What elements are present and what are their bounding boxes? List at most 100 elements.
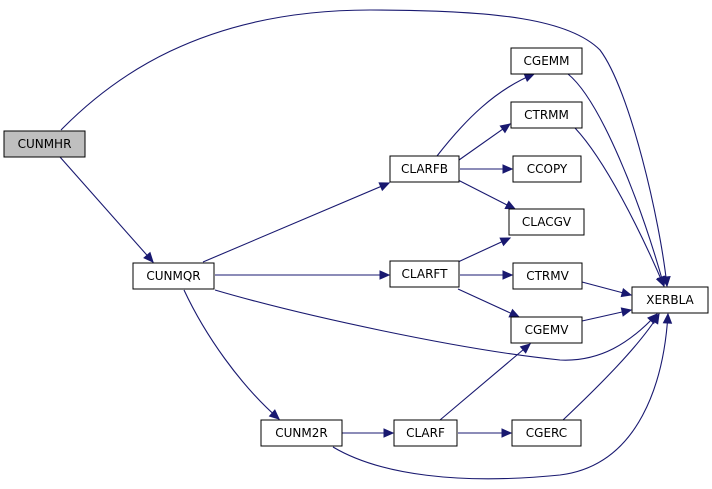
node-box[interactable] — [511, 419, 582, 447]
arrow-head-icon — [499, 123, 512, 134]
node-label: CGERC — [526, 426, 567, 440]
arrow-head-icon — [649, 312, 660, 325]
node-box[interactable] — [3, 130, 86, 158]
arrow-head-icon — [504, 200, 517, 210]
node-cgemv[interactable]: CGEMV — [510, 316, 583, 344]
edge-cgerc-to-xerbla — [562, 312, 660, 421]
arrow-head-icon — [508, 308, 521, 318]
node-box[interactable] — [132, 262, 215, 290]
edge-line — [332, 313, 669, 480]
edge-line — [457, 237, 511, 263]
arrow-head-icon — [519, 343, 531, 354]
node-cgemm[interactable]: CGEMM — [510, 47, 583, 75]
edge-line — [562, 313, 660, 421]
node-cunmqr[interactable]: CUNMQR — [132, 262, 215, 290]
edge-line — [59, 156, 154, 263]
edge-line — [567, 73, 665, 287]
node-clarf[interactable]: CLARF — [393, 419, 458, 447]
node-label: CCOPY — [527, 162, 568, 176]
edge-line — [457, 288, 520, 318]
node-box[interactable] — [510, 316, 583, 344]
node-box[interactable] — [393, 419, 458, 447]
edge-line — [183, 289, 280, 420]
nodes-layer: CUNMHR CUNMQR CUNM2R CLARFB CLARFT CLARF CGEMM… — [3, 47, 709, 447]
node-cgerc[interactable]: CGERC — [511, 419, 582, 447]
edge-line — [457, 179, 516, 210]
node-clarft[interactable]: CLARFT — [389, 260, 460, 288]
node-label: CGEMV — [525, 323, 570, 337]
node-ccopy[interactable]: CCOPY — [512, 155, 582, 183]
edges-layer — [59, 9, 673, 480]
arrow-head-icon — [143, 251, 154, 263]
arrow-head-icon — [268, 409, 280, 420]
edge-clarf-to-cgerc — [458, 428, 513, 438]
edge-clarfb-to-ccopy — [460, 164, 514, 174]
arrow-head-icon — [620, 287, 633, 298]
node-box[interactable] — [631, 286, 709, 314]
node-label: CTRMM — [524, 108, 569, 122]
node-label: CLARF — [406, 426, 445, 440]
node-clacgv[interactable]: CLACGV — [508, 208, 585, 236]
node-xerbla[interactable]: XERBLA — [631, 286, 709, 314]
arrow-head-icon — [655, 275, 665, 288]
node-cunm2r[interactable]: CUNM2R — [260, 419, 343, 447]
edge-cunmhr-to-cunmqr — [59, 156, 154, 263]
node-label: CLARFB — [401, 162, 448, 176]
edge-line — [439, 343, 531, 421]
node-clarfb[interactable]: CLARFB — [389, 155, 460, 183]
edge-clarf-to-cgemv — [439, 343, 531, 421]
edge-cunmqr-to-cunm2r — [183, 289, 280, 420]
edge-cunm2r-to-clarf — [342, 428, 395, 438]
node-box[interactable] — [512, 262, 583, 290]
edge-clarfb-to-clacgv — [457, 179, 517, 210]
arrow-head-icon — [383, 428, 395, 438]
arrow-head-icon — [502, 164, 514, 174]
edge-ctrmm-to-xerbla — [574, 127, 665, 288]
edge-line — [214, 289, 658, 361]
node-label: CUNMHR — [18, 137, 72, 151]
arrow-head-icon — [378, 182, 391, 192]
node-label: CTRMV — [526, 269, 569, 283]
edge-clarft-to-ctrmv — [460, 270, 514, 280]
node-box[interactable] — [512, 155, 582, 183]
node-ctrmv[interactable]: CTRMV — [512, 262, 583, 290]
arrow-head-icon — [662, 312, 673, 324]
node-box[interactable] — [510, 101, 583, 129]
edge-cgemm-to-xerbla — [567, 73, 667, 288]
edge-cunmqr-to-clarft — [215, 270, 391, 280]
node-label: CUNMQR — [146, 269, 200, 283]
edge-cunmqr-to-xerbla — [214, 289, 658, 361]
node-cunmhr[interactable]: CUNMHR — [3, 130, 86, 158]
arrow-head-icon — [379, 270, 391, 280]
node-box[interactable] — [508, 208, 585, 236]
edge-clarft-to-cgemv — [457, 288, 521, 318]
node-label: CGEMM — [524, 54, 570, 68]
edge-clarft-to-clacgv — [457, 237, 512, 263]
node-box[interactable] — [510, 47, 583, 75]
edge-cgemv-to-xerbla — [581, 307, 633, 322]
node-label: XERBLA — [646, 293, 694, 307]
arrow-head-icon — [502, 270, 514, 280]
edge-line — [60, 9, 668, 287]
arrow-head-icon — [501, 428, 513, 438]
node-label: CLARFT — [402, 267, 449, 281]
edge-clarfb-to-ctrmm — [458, 123, 512, 161]
edge-line — [458, 123, 511, 161]
node-ctrmm[interactable]: CTRMM — [510, 101, 583, 129]
edge-line — [202, 182, 390, 263]
node-box[interactable] — [389, 155, 460, 183]
arrow-head-icon — [523, 73, 536, 83]
edge-cunmqr-to-clarfb — [202, 182, 391, 263]
node-label: CLACGV — [522, 215, 572, 229]
edge-ctrmv-to-xerbla — [581, 281, 633, 298]
node-box[interactable] — [389, 260, 460, 288]
arrow-head-icon — [499, 237, 512, 247]
node-label: CUNM2R — [275, 426, 327, 440]
node-box[interactable] — [260, 419, 343, 447]
edge-cunm2r-to-xerbla — [332, 312, 673, 480]
arrow-head-icon — [620, 307, 633, 317]
edge-line — [436, 73, 535, 157]
edge-line — [574, 127, 665, 287]
